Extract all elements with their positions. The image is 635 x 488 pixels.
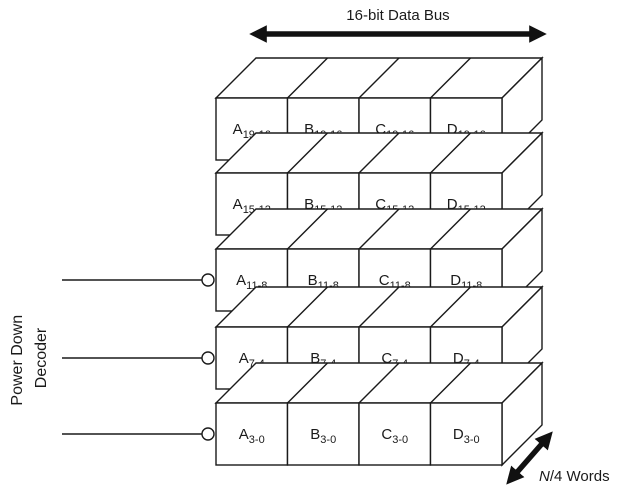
top-face-divider: [358, 57, 400, 99]
cell-label: A3-0: [239, 426, 265, 446]
top-face-divider: [287, 208, 328, 250]
top-face-divider: [430, 362, 471, 404]
top-face-divider: [430, 57, 471, 99]
inversion-bubble: [201, 351, 215, 365]
cell-label: D3-0: [453, 426, 480, 446]
top-face-divider: [287, 286, 328, 328]
cell-label: C3-0: [381, 426, 408, 446]
top-face-divider: [287, 132, 328, 174]
top-face-divider: [358, 208, 400, 250]
top-face-divider: [430, 286, 471, 328]
top-face-divider: [287, 362, 328, 404]
memory-cell: [215, 402, 289, 466]
depth-label: N/4 Words: [539, 468, 610, 485]
decoder-label: Power Down Decoder: [9, 310, 50, 405]
data-bus-label: 16-bit Data Bus: [346, 7, 449, 24]
top-face-divider: [358, 286, 400, 328]
depth-arrow: [506, 431, 553, 485]
decoder-label-line1: Power Down: [9, 315, 26, 406]
memory-cell: [358, 402, 432, 466]
memory-row: A3-0 B3-0 C3-0 D3-0: [62, 361, 544, 467]
decoder-label-line2: Decoder: [33, 327, 50, 388]
memory-rows: A19-16B19-16C19-16D19-16A15-12B15-12C15-…: [62, 56, 544, 467]
inversion-bubble: [201, 273, 215, 287]
top-face-divider: [430, 132, 471, 174]
top-face-divider: [430, 208, 471, 250]
top-face-divider: [287, 57, 328, 99]
inversion-bubble: [201, 427, 215, 441]
cell-label: B3-0: [310, 426, 336, 446]
top-face-divider: [358, 132, 400, 174]
top-face-divider: [358, 362, 400, 404]
memory-cell: [429, 402, 503, 466]
